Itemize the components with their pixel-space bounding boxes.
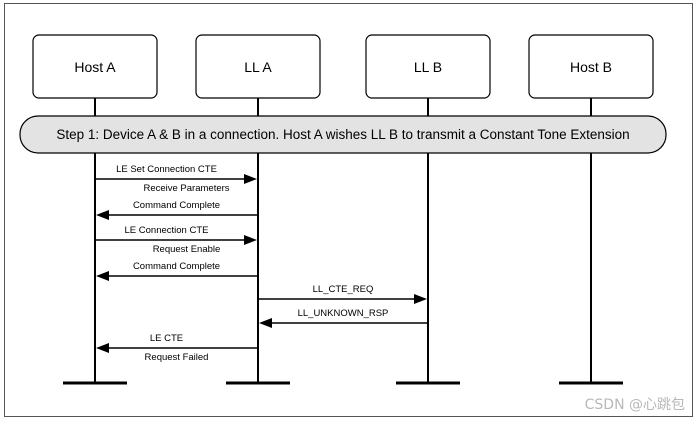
arrowhead-icon	[96, 210, 109, 220]
arrowhead-icon	[414, 294, 427, 304]
arrowhead-icon	[244, 235, 257, 245]
participant-host-a: Host A	[32, 34, 158, 99]
participant-ll-a: LL A	[195, 34, 321, 99]
message-label: Command Complete	[133, 200, 220, 211]
message-label: LE Set Connection CTE	[116, 164, 217, 175]
message-3: LE Connection CTE Request Enable	[95, 225, 257, 255]
message-label-line2: Receive Parameters	[143, 183, 229, 194]
watermark: CSDN @心跳包	[584, 397, 685, 413]
participant-host-b: Host B	[528, 34, 654, 99]
message-label-line2: Request Enable	[153, 244, 221, 255]
step-text: Step 1: Device A & B in a connection. Ho…	[56, 127, 629, 142]
arrowhead-icon	[96, 343, 109, 353]
arrowhead-icon	[244, 174, 257, 184]
svg-text:LL B: LL B	[414, 59, 442, 75]
message-label: LE CTE	[150, 333, 183, 344]
step-banner: Step 1: Device A & B in a connection. Ho…	[19, 115, 667, 154]
message-label: LE Connection CTE	[125, 225, 209, 236]
arrowhead-icon	[96, 271, 109, 281]
message-label-line2: Request Failed	[145, 352, 209, 363]
message-7: LE CTE Request Failed	[96, 333, 258, 363]
svg-text:LL A: LL A	[244, 59, 272, 75]
message-4: Command Complete	[96, 261, 258, 281]
message-5: LL_CTE_REQ	[258, 284, 427, 304]
message-label: Command Complete	[133, 261, 220, 272]
svg-text:Host B: Host B	[570, 59, 612, 75]
arrowhead-icon	[259, 318, 272, 328]
message-6: LL_UNKNOWN_RSP	[259, 308, 428, 328]
message-label: LL_UNKNOWN_RSP	[298, 308, 389, 319]
diagram-frame	[4, 3, 693, 417]
message-label: LL_CTE_REQ	[313, 284, 374, 295]
svg-text:Host A: Host A	[74, 59, 116, 75]
participant-ll-b: LL B	[365, 34, 491, 99]
message-1: LE Set Connection CTE Receive Parameters	[95, 164, 257, 194]
message-2: Command Complete	[96, 200, 258, 220]
